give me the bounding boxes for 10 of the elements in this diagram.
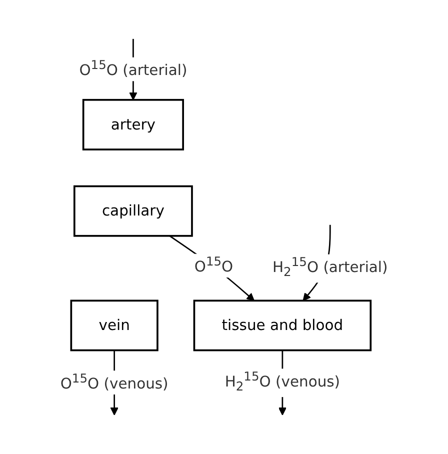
edge-label: O$^{15}$O (venous) bbox=[60, 372, 168, 392]
edge-label: H$_{2}$$^{15}$O (venous) bbox=[224, 370, 340, 394]
node-box: vein bbox=[70, 300, 158, 352]
edge-label: O$^{15}$O bbox=[194, 256, 234, 276]
node-box: artery bbox=[82, 98, 184, 150]
arrow bbox=[169, 235, 254, 302]
node-box: tissue and blood bbox=[193, 300, 372, 352]
node-box: capillary bbox=[73, 185, 193, 237]
edge-label: H$_{2}$$^{15}$O (arterial) bbox=[272, 256, 388, 280]
edge-label: O$^{15}$O (arterial) bbox=[79, 59, 188, 79]
